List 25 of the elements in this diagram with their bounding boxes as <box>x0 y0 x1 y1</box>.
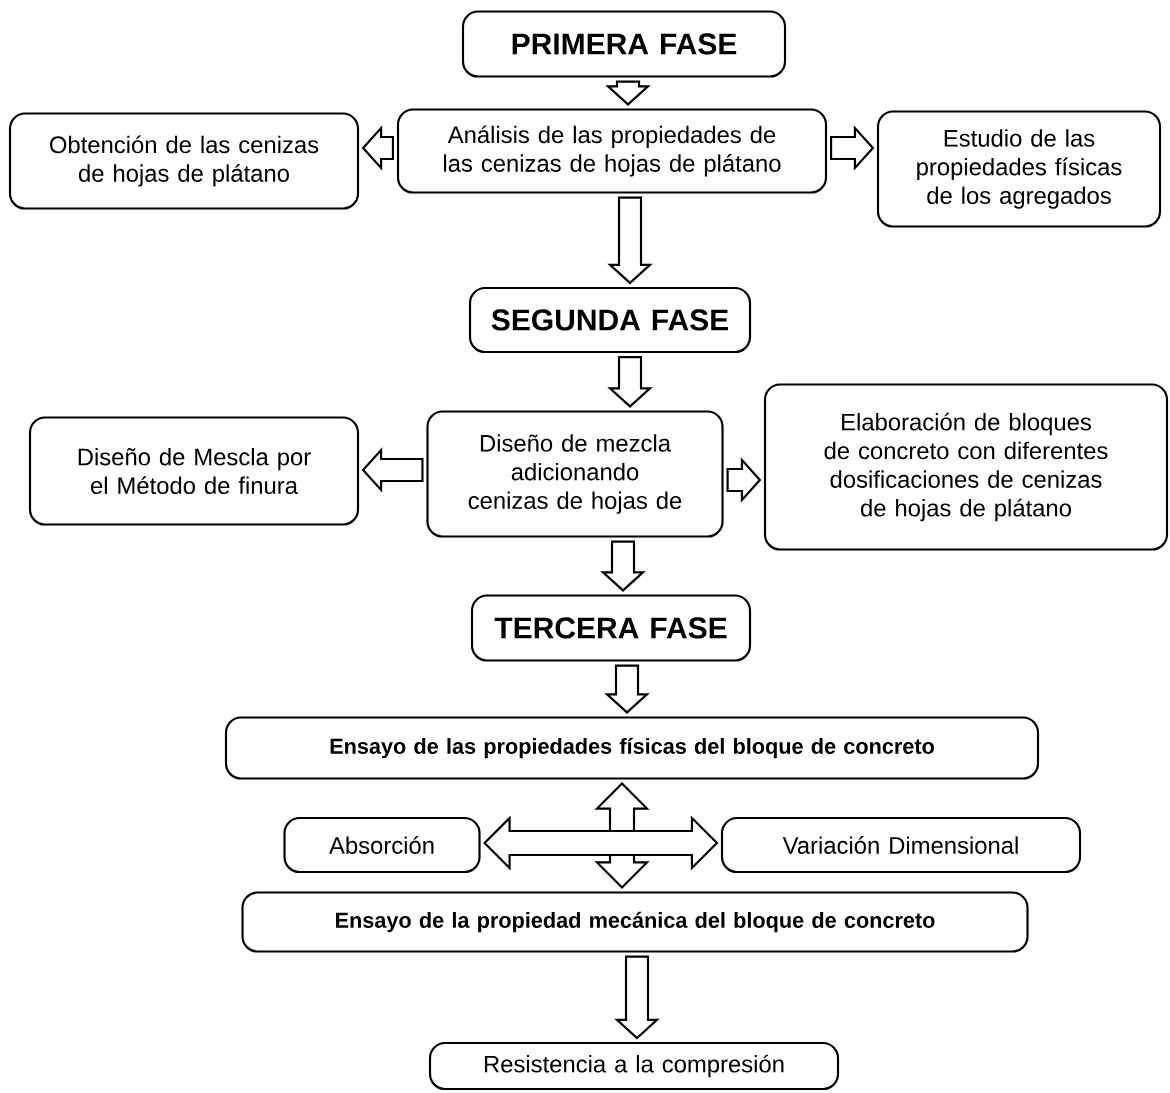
process-box: Absorción <box>283 816 481 874</box>
phase-box: SEGUNDA FASE <box>468 286 752 354</box>
double-block-arrow <box>483 815 719 871</box>
block-arrow <box>830 125 875 171</box>
phase-box: PRIMERA FASE <box>461 10 787 78</box>
block-arrow <box>614 955 660 1040</box>
process-box: Variación Dimensional <box>720 816 1082 874</box>
process-box: Elaboración de bloques de concreto con diferentes dosificaciones de cenizas de hojas de plátano <box>763 383 1169 551</box>
block-arrow <box>604 664 650 714</box>
block-arrow <box>607 196 653 285</box>
process-box: Análisis de las propiedades de las cenizas de hojas de plátano <box>396 108 828 194</box>
process-box: Obtención de las cenizas de hojas de plátano <box>8 112 360 210</box>
block-arrow <box>361 447 424 493</box>
block-arrow <box>607 356 653 408</box>
process-box: Diseño de mezcla adicionando cenizas de hojas de <box>426 410 724 538</box>
process-box: Resistencia a la compresión <box>428 1041 840 1091</box>
process-box: Diseño de Mescla por el Método de finura <box>28 416 360 526</box>
block-arrow <box>361 125 394 171</box>
block-arrow <box>726 457 762 503</box>
test-box: Ensayo de la propiedad mecánica del bloque de concreto <box>241 891 1029 953</box>
block-arrow <box>605 80 651 106</box>
block-arrow <box>600 540 646 592</box>
phase-box: TERCERA FASE <box>470 594 752 662</box>
test-box: Ensayo de las propiedades físicas del bloque de concreto <box>224 716 1040 780</box>
process-box: Estudio de las propiedades físicas de los agregados <box>876 110 1162 228</box>
